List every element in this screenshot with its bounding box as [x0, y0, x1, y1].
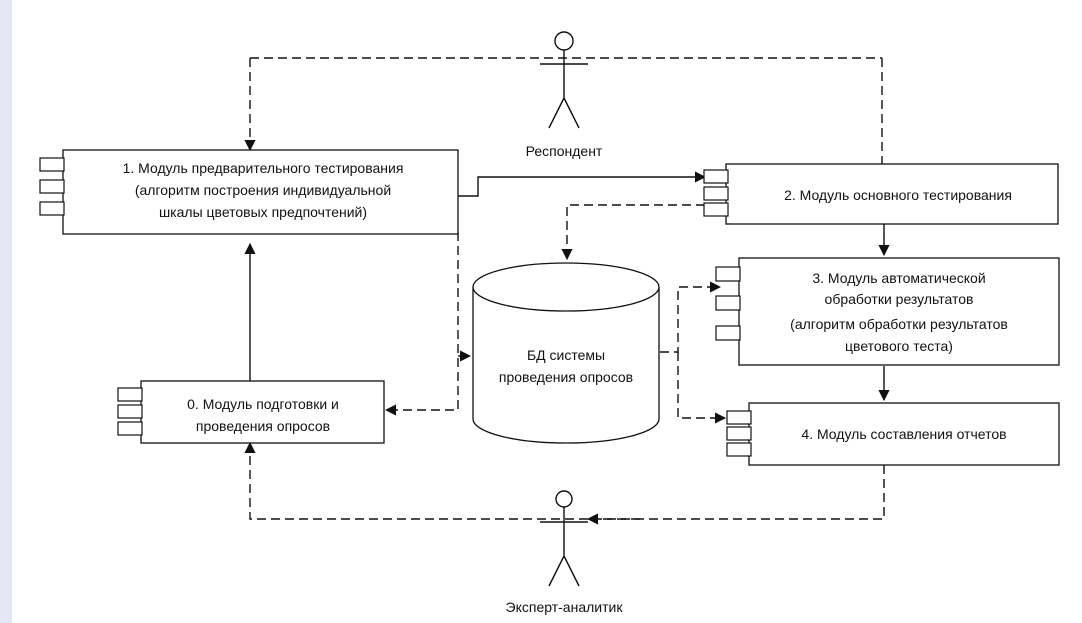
db-to-module3-arrow: [660, 281, 722, 353]
module2-label: 2. Модуль основного тестирования: [784, 187, 1012, 203]
module3-line1: 3. Модуль автоматической: [812, 270, 985, 286]
respondent-figure-icon: [540, 50, 588, 129]
module1-line3: шкалы цветовых предпочтений): [159, 204, 367, 220]
expert-label: Эксперт-аналитик: [506, 599, 624, 615]
connectors: [244, 57, 890, 525]
expert-figure-icon: [540, 507, 588, 587]
database-line1: БД системы: [527, 347, 605, 363]
database-line2: проведения опросов: [499, 369, 633, 385]
respondent-head-icon: [554, 31, 574, 51]
respondent-actor: Респондент: [526, 31, 603, 159]
module0-line2: проведения опросов: [196, 418, 330, 434]
module-0: 0. Модуль подготовки и проведения опросо…: [117, 380, 385, 444]
database-cylinder: БД системы проведения опросов: [472, 262, 660, 444]
module-2: 2. Модуль основного тестирования: [703, 163, 1059, 225]
expert-head-icon: [555, 490, 573, 508]
module1-line1: 1. Модуль предварительного тестирования: [123, 160, 404, 176]
module0-line1: 0. Модуль подготовки и: [187, 396, 339, 412]
module-4: 4. Модуль составления отчетов: [726, 402, 1060, 466]
module4-to-module0-loop: [244, 441, 885, 520]
module3-line3: (алгоритм обработки результатов: [790, 316, 1008, 332]
diagram-canvas: 1. Модуль предварительного тестирования …: [12, 0, 1082, 623]
respondent-label: Респондент: [526, 143, 603, 159]
module-3: 3. Модуль автоматической обработки резул…: [715, 257, 1060, 366]
module-1: 1. Модуль предварительного тестирования …: [39, 149, 459, 235]
module2-to-db-arrow: [561, 204, 705, 261]
module1-line2: (алгоритм построения индивидуальной: [135, 182, 391, 198]
component-diagram: 1. Модуль предварительного тестирования …: [39, 31, 1060, 615]
db-to-module4-arrow: [677, 352, 727, 424]
module1-to-module2-arrow: [458, 171, 707, 197]
module4-label: 4. Модуль составления отчетов: [801, 426, 1006, 442]
expert-actor: Эксперт-аналитик: [506, 490, 624, 615]
module3-line2: обработки результатов: [825, 291, 974, 307]
module3-line4: цветового теста): [845, 338, 953, 354]
db-to-module0-arrow: [384, 232, 459, 416]
